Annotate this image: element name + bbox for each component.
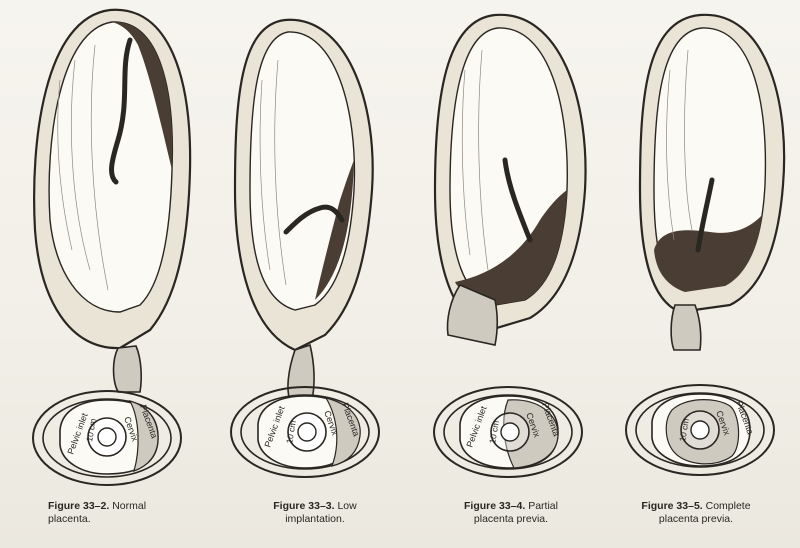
uterus-drawing <box>640 15 784 350</box>
caption-figure-33-2: Figure 33–2. Normal placenta. <box>48 500 168 526</box>
caption-figure-33-4: Figure 33–4. Partial placenta previa. <box>446 500 576 526</box>
pelvic-cross-section: Pelvic inlet 10 cm Cervix Placenta <box>33 391 181 485</box>
pelvic-cross-section: Pelvic inlet 10 cm Cervix Placenta <box>434 387 582 477</box>
figure-number: Figure 33–4. <box>464 500 525 512</box>
uterus-drawing <box>235 20 373 400</box>
figure-normal-placenta-art: Pelvic inlet 10 cm Cervix Placenta <box>0 0 200 548</box>
figure-partial-placenta-previa: Pelvic inlet 10 cm Cervix Placenta Figur… <box>400 0 600 548</box>
figure-normal-placenta: Pelvic inlet 10 cm Cervix Placenta Figur… <box>0 0 200 548</box>
figure-low-implantation: Pelvic inlet 10 cm Cervix Placenta Figur… <box>200 0 400 548</box>
cervix-neck <box>671 305 701 350</box>
cervix-neck <box>114 346 142 392</box>
cervix-os <box>501 423 519 441</box>
figure-number: Figure 33–2. <box>48 500 109 512</box>
uterus-drawing <box>34 10 190 392</box>
figure-complete-placenta-previa-art: 10 cm Cervix Placenta <box>600 0 800 548</box>
pelvic-cross-section: Pelvic inlet 10 cm Cervix Placenta <box>231 387 379 477</box>
caption-figure-33-5: Figure 33–5. Complete placenta previa. <box>626 500 766 526</box>
uterus-drawing <box>435 15 586 345</box>
figure-partial-placenta-previa-art: Pelvic inlet 10 cm Cervix Placenta <box>400 0 600 548</box>
figure-number: Figure 33–5. <box>641 500 702 512</box>
cervix-os <box>691 421 709 439</box>
cervix-os <box>298 423 316 441</box>
caption-figure-33-3: Figure 33–3. Low implantation. <box>260 500 370 526</box>
cervix-neck <box>288 345 314 400</box>
figure-low-implantation-art: Pelvic inlet 10 cm Cervix Placenta <box>200 0 400 548</box>
cervix-os <box>98 428 116 446</box>
pelvic-cross-section: 10 cm Cervix Placenta <box>626 385 774 475</box>
figure-number: Figure 33–3. <box>273 500 334 512</box>
figure-complete-placenta-previa: 10 cm Cervix Placenta Figure 33–5. Compl… <box>600 0 800 548</box>
